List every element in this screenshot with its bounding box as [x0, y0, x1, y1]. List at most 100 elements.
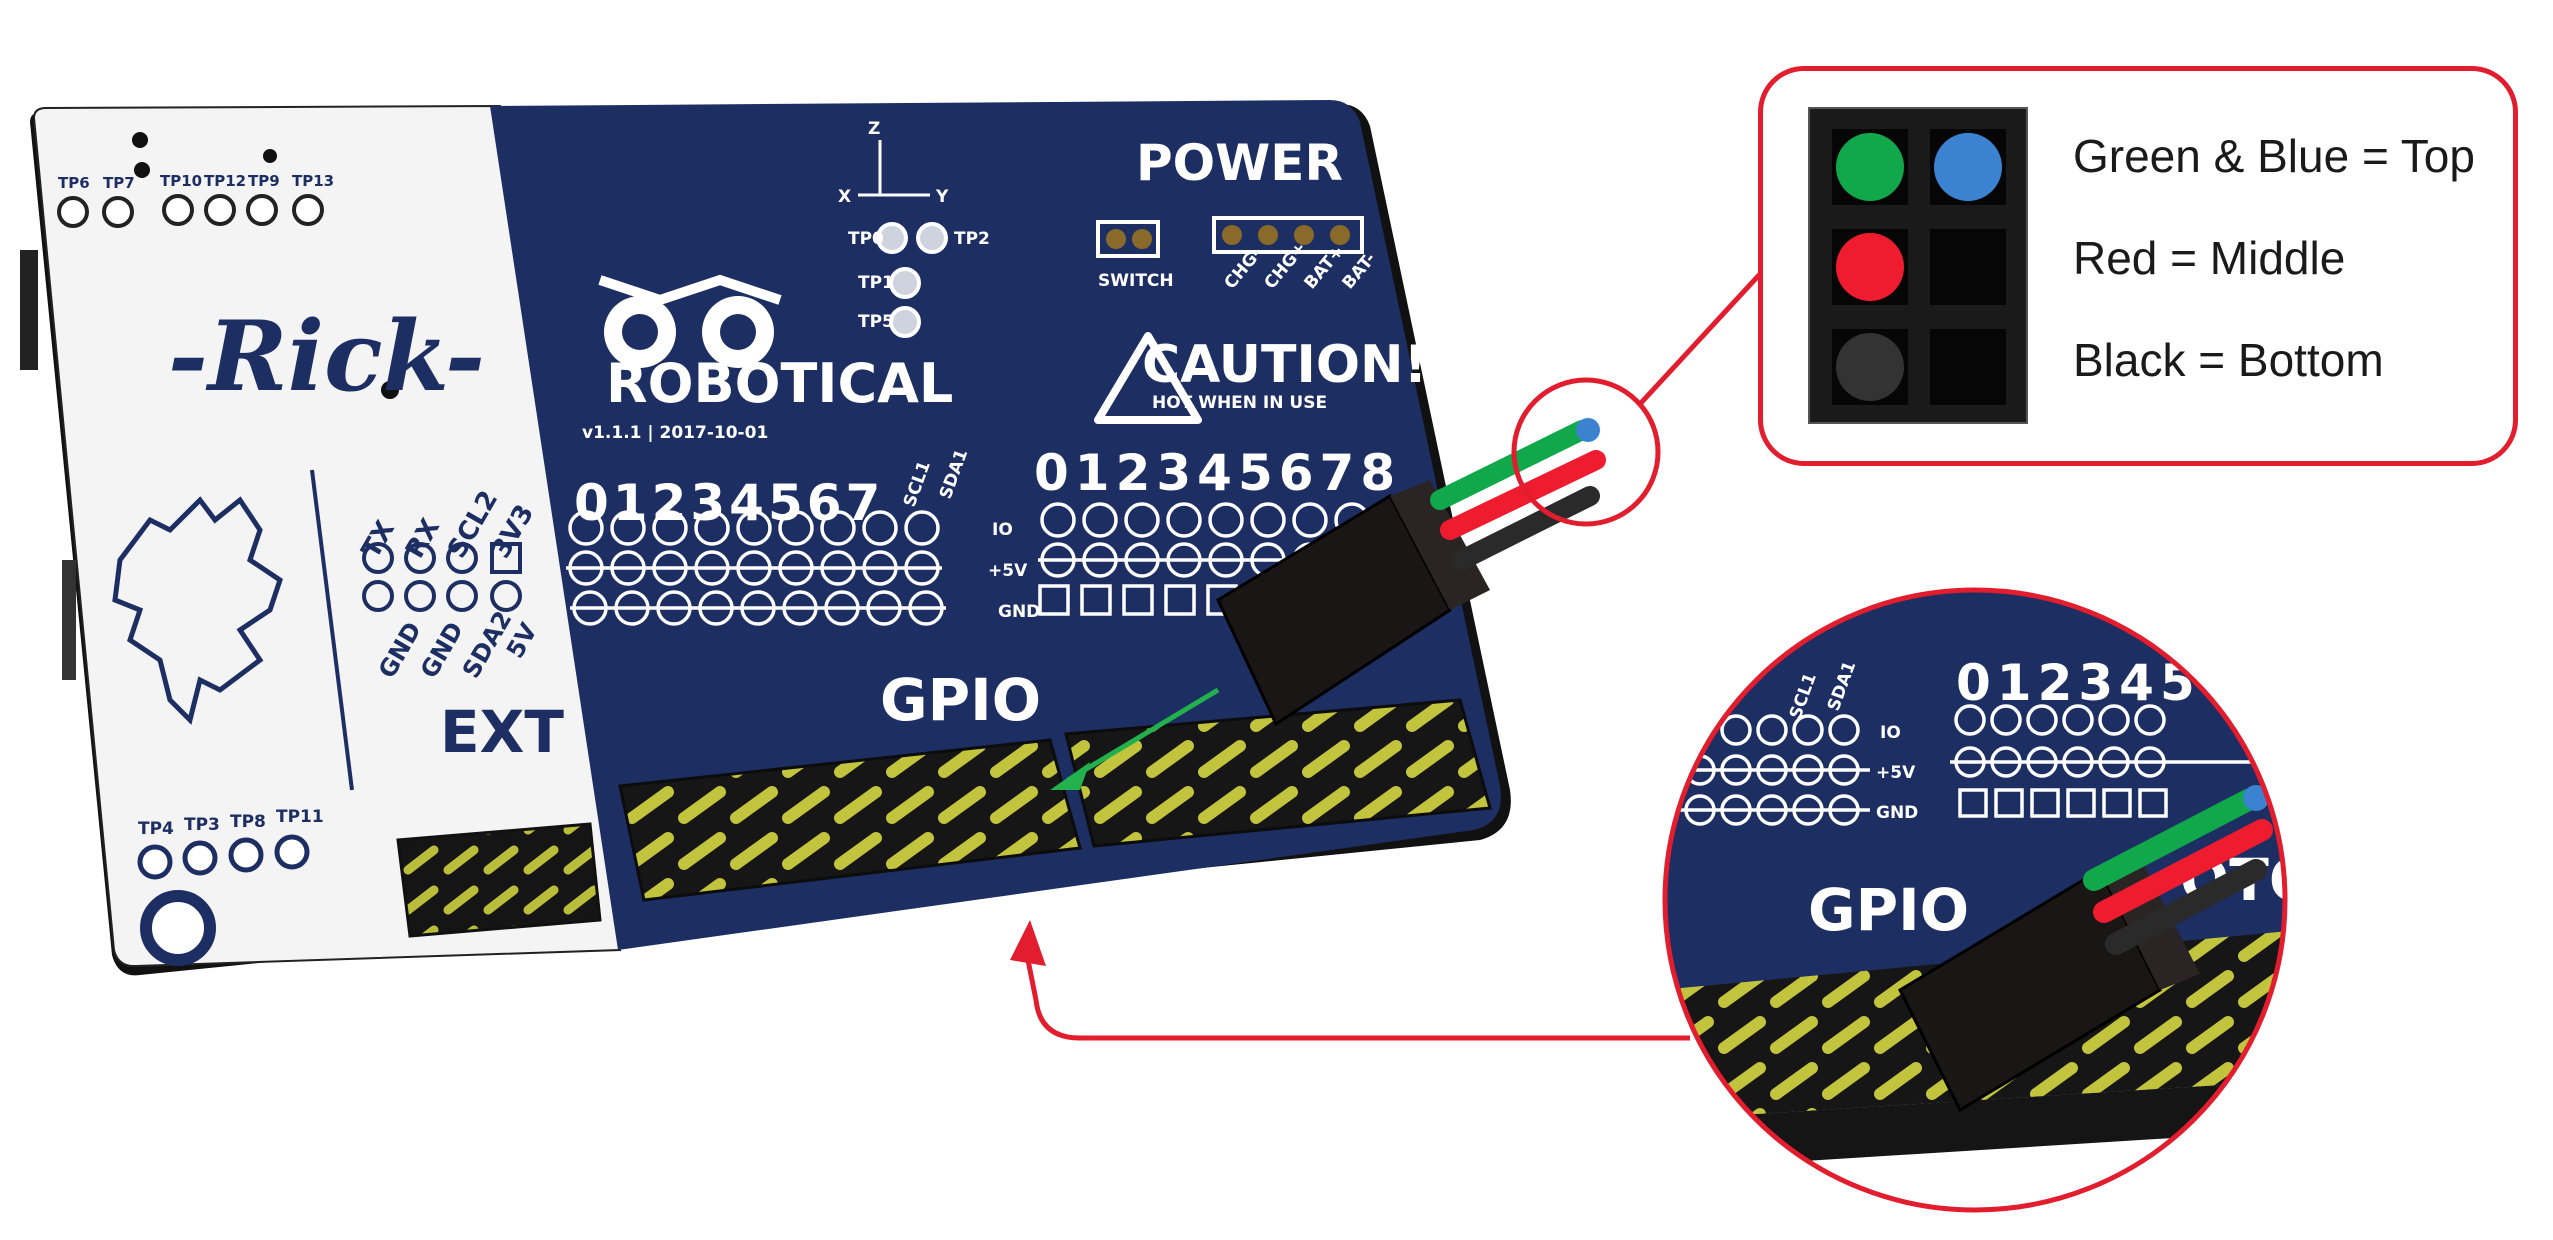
gpio-pad [908, 590, 944, 626]
gpio-pad [904, 550, 940, 586]
legend-cell [1832, 329, 1908, 405]
legend-cell [1832, 229, 1908, 305]
zoom-circle-border [1662, 587, 2288, 1213]
legend-cell-empty [1930, 329, 2006, 405]
green-dot-icon [1836, 133, 1904, 201]
servo-connector [1216, 418, 1606, 727]
gpio-pad [778, 550, 814, 586]
gpio-pad [1124, 502, 1160, 538]
zoom-io-label: IO [1880, 723, 1901, 743]
gpio-pad [1164, 584, 1196, 616]
tp-label: TP9 [248, 172, 280, 190]
test-points-top: TP6 TP7 TP10 TP12 TP9 TP13 [57, 172, 334, 228]
gpio-pad [1124, 542, 1160, 578]
tp-label: TP3 [184, 815, 220, 835]
test-points-mid: TP0 TP2 TP1 TP5 [848, 222, 990, 338]
black-dot-icon [1836, 333, 1904, 401]
scotland-map-icon [112, 496, 283, 725]
tp-label: TP11 [276, 807, 324, 827]
gpio-pad [736, 550, 772, 586]
caution-subtitle: HOT WHEN IN USE [1152, 393, 1327, 413]
version-label: v1.1.1 | 2017-10-01 [582, 423, 768, 443]
tp-label: TP8 [230, 812, 266, 832]
tp-label: TP2 [954, 229, 990, 249]
zoom-5v-label: +5V [1876, 763, 1916, 783]
gpio-pad [568, 550, 604, 586]
gpio-pad [904, 510, 940, 546]
motor-numbers: 012345678 [1034, 444, 1401, 502]
red-dot-icon [1836, 233, 1904, 301]
test-points-bottom: TP4 TP3 TP8 TP11 [137, 807, 324, 880]
gpio-pad [652, 510, 688, 546]
gpio-pad [652, 550, 688, 586]
gpio-pad [1038, 584, 1070, 616]
gpio-pad [610, 550, 646, 586]
gpio-pad [1080, 584, 1112, 616]
legend-cell [1832, 129, 1908, 205]
plus5v-label: +5V [988, 561, 1028, 581]
brand-label: ROBOTICAL [606, 352, 953, 415]
legend-item-top: Green & Blue = Top [2073, 130, 2475, 182]
legend-cell-empty [1930, 229, 2006, 305]
gpio-pad [694, 510, 730, 546]
zoom-numbers: 012345 6 [1956, 654, 2265, 712]
gpio-pad [820, 550, 856, 586]
switch-label: SWITCH [1098, 271, 1174, 291]
axis-z-label: Z [868, 119, 880, 139]
ext-label: EXT [440, 698, 564, 766]
gpio-pad [1040, 502, 1076, 538]
motor-header [1064, 698, 1492, 848]
ext-header [396, 822, 602, 938]
caution-area: CAUTION! HOT WHEN IN USE [1094, 332, 1427, 424]
tp-label: TP1 [858, 273, 894, 293]
wire-order-legend: Green & Blue = Top Red = Middle Black = … [1758, 66, 2518, 466]
gpio-pad [1292, 502, 1328, 538]
power-label: POWER [1136, 134, 1343, 192]
legend-cell [1930, 129, 2006, 205]
gpio-pad [862, 550, 898, 586]
blue-dot-icon [1934, 133, 2002, 201]
tp-label: TP0 [848, 229, 884, 249]
board-name: -Rick- [168, 300, 485, 413]
gpio-pad [610, 510, 646, 546]
gpio-pad [782, 590, 818, 626]
tp-label: TP7 [103, 174, 135, 192]
zoom-gpio-label: GPIO [1808, 876, 1969, 944]
gpio-pad [1040, 542, 1076, 578]
gpio-pad [694, 550, 730, 586]
gpio-label: GPIO [880, 666, 1041, 734]
gpio-pad [824, 590, 860, 626]
gpio-pad [736, 510, 772, 546]
caution-title: CAUTION! [1142, 335, 1427, 395]
legend-item-bottom: Black = Bottom [2073, 334, 2384, 386]
tp-label: TP13 [292, 172, 334, 190]
gpio-pad [1082, 502, 1118, 538]
gnd-label: GND [998, 602, 1040, 622]
axis-y-label: Y [935, 187, 949, 207]
gpio-pad [572, 590, 608, 626]
gpio-pad [1208, 542, 1244, 578]
board-white-section [32, 104, 622, 968]
gpio-pad [1250, 502, 1286, 538]
gpio-pad [1082, 542, 1118, 578]
tp-label: TP4 [138, 819, 174, 839]
gpio-pad [820, 510, 856, 546]
gpio-pads [566, 502, 1372, 626]
gpio-pad [1208, 502, 1244, 538]
tp-label: TP5 [858, 312, 894, 332]
tp-label: TP12 [204, 172, 246, 190]
gpio-pad [1122, 584, 1154, 616]
gpio-pad [740, 590, 776, 626]
axis-indicator: Z X Y [838, 119, 949, 207]
zoom-detail: 012345 6 SCL1 SDA1 IO +5V GND GPIO OTORS [1665, 590, 2285, 1210]
gpio-pad [862, 510, 898, 546]
callout-arrow [1023, 949, 1690, 1041]
warning-triangle-icon [1094, 332, 1202, 424]
axis-x-label: X [838, 187, 851, 207]
mounting-hole [140, 890, 216, 966]
gpio-pad [568, 510, 604, 546]
gpio-pad [1166, 502, 1202, 538]
gpio-pad [1166, 542, 1202, 578]
tp-label: TP10 [160, 172, 202, 190]
